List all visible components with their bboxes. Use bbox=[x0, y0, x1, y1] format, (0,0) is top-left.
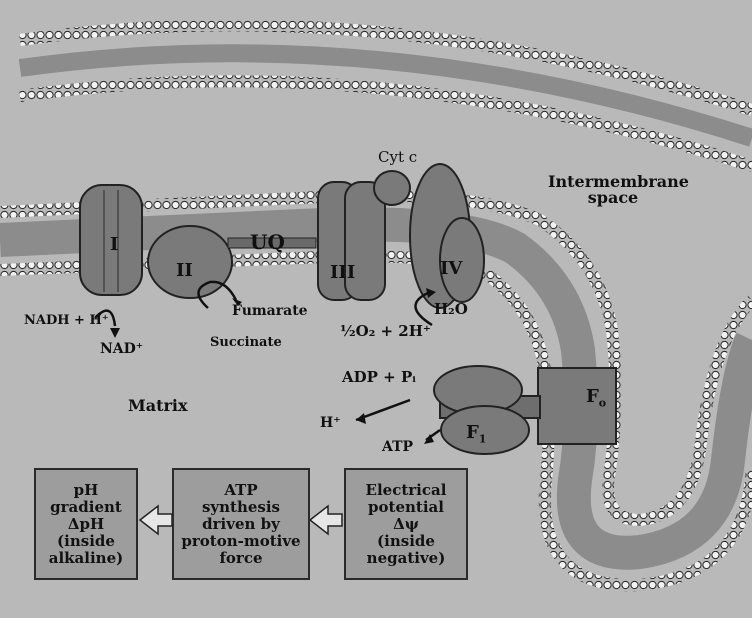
ph-gradient-box: pH gradient ΔpH (inside alkaline) bbox=[34, 468, 138, 580]
electrical-line: negative) bbox=[346, 550, 466, 567]
complex-iv-shape bbox=[410, 164, 484, 308]
complex-iii-label: III bbox=[330, 264, 355, 282]
succinate-label: Succinate bbox=[210, 336, 282, 349]
electrical-line: (inside bbox=[346, 533, 466, 550]
cyt-c-shape bbox=[374, 171, 410, 205]
fo-label: Fo bbox=[586, 388, 606, 409]
intermembrane-line2: space bbox=[588, 188, 638, 207]
ph-line: pH bbox=[36, 482, 136, 499]
electrical-line: Electrical bbox=[346, 482, 466, 499]
nad-label: NAD⁺ bbox=[100, 342, 143, 356]
oxygen-label: ½O₂ + 2H⁺ bbox=[340, 324, 431, 339]
outer-membrane bbox=[20, 25, 752, 166]
electrical-potential-box: Electrical potential Δψ (inside negative… bbox=[344, 468, 468, 580]
f1-label: F1 bbox=[466, 424, 486, 445]
atp-line: synthesis bbox=[174, 499, 308, 516]
intermembrane-label: Intermembrane space bbox=[548, 174, 678, 206]
complex-ii-label: II bbox=[176, 262, 193, 280]
fo-main: F bbox=[586, 386, 599, 407]
atp-line: force bbox=[174, 550, 308, 567]
atp-line: proton-motive bbox=[174, 533, 308, 550]
ph-line: (inside bbox=[36, 533, 136, 550]
f1-main: F bbox=[466, 422, 479, 443]
ph-line: ΔpH bbox=[36, 516, 136, 533]
ph-line: alkaline) bbox=[36, 550, 136, 567]
nadh-label: NADH + H⁺ bbox=[24, 314, 109, 327]
uq-label: UQ bbox=[250, 232, 285, 252]
complex-iv-label: IV bbox=[440, 260, 462, 278]
hplus-label: H⁺ bbox=[320, 416, 341, 430]
electrical-line: potential bbox=[346, 499, 466, 516]
atp-line: ATP bbox=[174, 482, 308, 499]
atp-product-label: ATP bbox=[382, 440, 413, 454]
electrical-line: Δψ bbox=[346, 516, 466, 533]
cyt-c-label: Cyt c bbox=[378, 150, 417, 165]
ph-line: gradient bbox=[36, 499, 136, 516]
complex-i-label: I bbox=[110, 236, 118, 254]
atp-line: driven by bbox=[174, 516, 308, 533]
fo-sub: o bbox=[599, 397, 606, 410]
fumarate-label: Fumarate bbox=[232, 304, 308, 318]
adp-label: ADP + Pᵢ bbox=[342, 370, 416, 385]
f1-sub: 1 bbox=[479, 433, 487, 446]
matrix-label: Matrix bbox=[128, 398, 188, 414]
atp-synthesis-box: ATP synthesis driven by proton-motive fo… bbox=[172, 468, 310, 580]
water-label: H₂O bbox=[434, 302, 468, 317]
atp-synthase-shape bbox=[434, 366, 616, 454]
